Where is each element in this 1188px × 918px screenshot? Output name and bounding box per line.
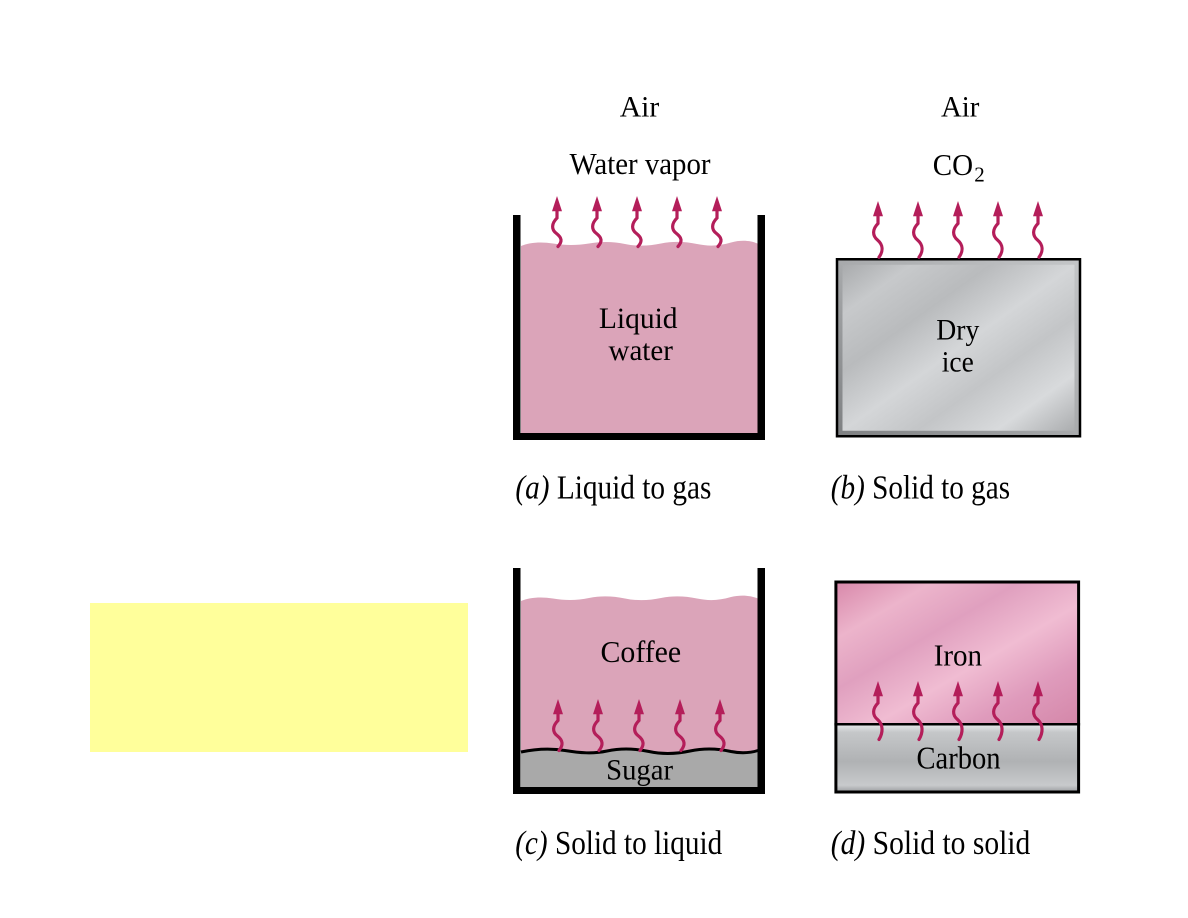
svg-text:Dry: Dry (936, 313, 979, 346)
svg-text:(a) Liquid to gas: (a) Liquid to gas (515, 470, 711, 507)
svg-text:Coffee: Coffee (601, 634, 682, 669)
svg-text:CO: CO (933, 147, 973, 182)
svg-text:(d) Solid to solid: (d) Solid to solid (831, 825, 1030, 862)
svg-text:Water vapor: Water vapor (570, 146, 712, 181)
svg-text:2: 2 (974, 162, 985, 186)
svg-text:Liquid: Liquid (599, 302, 678, 335)
svg-text:Sugar: Sugar (606, 754, 673, 787)
svg-text:Air: Air (620, 91, 660, 124)
svg-text:Iron: Iron (934, 637, 983, 672)
svg-text:(c) Solid to liquid: (c) Solid to liquid (515, 825, 722, 862)
svg-text:water: water (609, 334, 673, 367)
svg-text:Carbon: Carbon (917, 740, 1001, 776)
svg-text:ice: ice (942, 346, 974, 379)
svg-text:(b) Solid to gas: (b) Solid to gas (831, 470, 1010, 507)
svg-text:Air: Air (941, 91, 979, 124)
